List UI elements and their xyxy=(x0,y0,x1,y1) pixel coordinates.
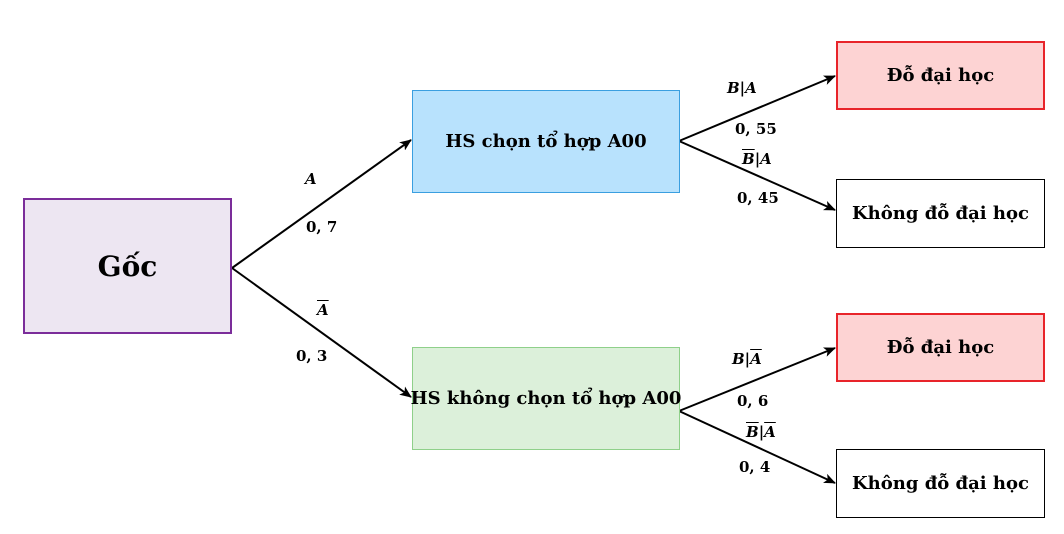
not-a00-label: HS không chọn tổ hợp A00 xyxy=(410,388,682,409)
a00-node: HS chọn tổ hợp A00 xyxy=(412,90,680,193)
root-node: Gốc xyxy=(23,198,232,334)
fail-node-1: Không đỗ đại học xyxy=(836,179,1045,248)
event-label-not-a: A xyxy=(317,303,329,318)
event-label-not-a-text-2: A xyxy=(764,423,776,441)
event-label-not-b-text-2: B xyxy=(746,423,759,441)
pass-label-1: Đỗ đại học xyxy=(886,65,995,86)
prob-label-b-given-a: 0, 55 xyxy=(735,120,777,138)
pass-node-2: Đỗ đại học xyxy=(836,313,1045,382)
event-label-not-b-given-not-a: B|A xyxy=(746,425,776,440)
fail-node-2: Không đỗ đại học xyxy=(836,449,1045,518)
event-label-b-given-a: B|A xyxy=(727,79,757,97)
not-a00-node: HS không chọn tổ hợp A00 xyxy=(410,347,682,450)
pass-node-1: Đỗ đại học xyxy=(836,41,1045,110)
edge-a00-fail xyxy=(678,140,836,211)
edge-root-a00 xyxy=(231,139,412,269)
a00-label: HS chọn tổ hợp A00 xyxy=(445,131,647,152)
event-label-not-a-suffix-text: A xyxy=(750,350,762,368)
edge-root-not-a00 xyxy=(231,267,412,398)
event-label-not-b-given-a: B|A xyxy=(742,152,772,167)
event-label-b-prefix-text: B| xyxy=(732,350,751,368)
event-label-bar-text: | xyxy=(758,423,765,441)
event-label-not-b-text: B xyxy=(742,150,755,168)
edge-a00-pass xyxy=(678,75,836,142)
prob-label-not-b-given-a: 0, 45 xyxy=(737,189,779,207)
pass-label-2: Đỗ đại học xyxy=(886,337,995,358)
fail-label-1: Không đỗ đại học xyxy=(852,203,1029,224)
prob-label-not-b-given-not-a: 0, 4 xyxy=(739,458,771,476)
event-label-a: A xyxy=(305,170,317,188)
prob-label-a: 0, 7 xyxy=(306,218,338,236)
prob-label-not-a: 0, 3 xyxy=(296,347,328,365)
root-label: Gốc xyxy=(97,249,158,283)
prob-label-b-given-not-a: 0, 6 xyxy=(737,392,769,410)
fail-label-2: Không đỗ đại học xyxy=(852,473,1029,494)
edge-not-a00-pass xyxy=(678,347,836,412)
edge-not-a00-fail xyxy=(678,410,836,484)
event-label-b-given-not-a: B|A xyxy=(732,352,762,367)
event-label-given-a-text: |A xyxy=(754,150,772,168)
event-label-not-a-text: A xyxy=(317,301,329,319)
